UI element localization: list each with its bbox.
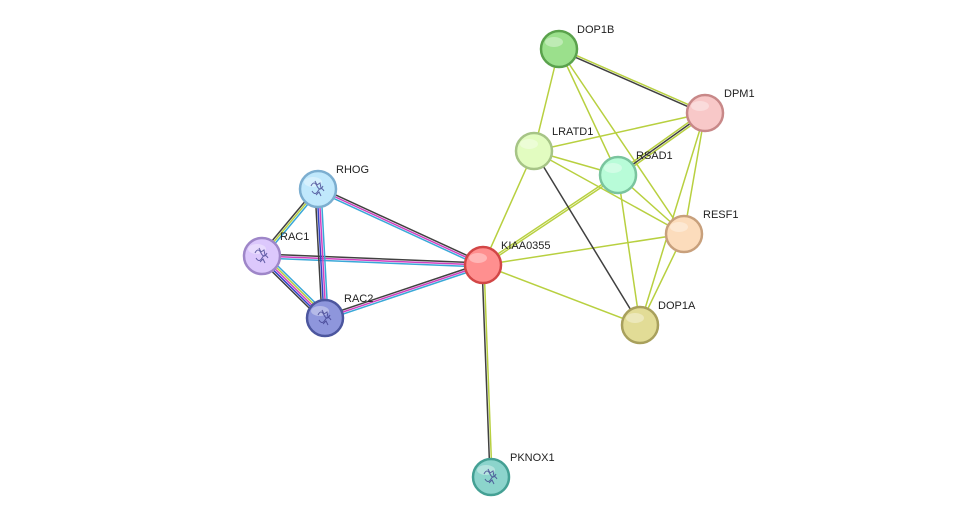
node-highlight xyxy=(545,37,563,47)
edge-line xyxy=(317,188,484,266)
node-label: RAC1 xyxy=(280,231,309,243)
node-dop1a[interactable]: DOP1A xyxy=(620,300,696,345)
protein-structure-icon xyxy=(254,247,269,264)
node-kiaa0355[interactable]: KIAA0355 xyxy=(463,240,551,285)
node-circle[interactable] xyxy=(664,214,704,254)
edge-line xyxy=(533,112,706,152)
edge-kiaa0355-pknox1 xyxy=(481,264,493,478)
edge-line xyxy=(318,186,485,264)
edge-line xyxy=(482,175,620,267)
node-circle[interactable] xyxy=(305,298,345,338)
node-label: LRATD1 xyxy=(552,126,593,138)
edge-kiaa0355-rsad1 xyxy=(481,173,620,267)
edge-line xyxy=(482,264,641,326)
edge-line xyxy=(324,264,484,319)
edge-line xyxy=(481,264,491,478)
edge-line xyxy=(557,49,706,115)
node-label: DOP1A xyxy=(658,300,696,312)
edge-line xyxy=(324,266,485,321)
edge-line xyxy=(314,188,323,319)
node-highlight xyxy=(304,177,322,187)
node-circle[interactable] xyxy=(471,457,511,497)
node-highlight xyxy=(311,306,329,316)
edge-kiaa0355-rac1 xyxy=(261,253,484,268)
edge-kiaa0355-resf1 xyxy=(482,233,685,266)
edge-line xyxy=(316,190,483,268)
node-label: DPM1 xyxy=(724,88,755,100)
edge-line xyxy=(323,262,484,317)
node-rac1[interactable]: RAC1 xyxy=(242,231,309,276)
node-label: RHOG xyxy=(336,164,369,176)
node-circle[interactable] xyxy=(685,93,725,133)
node-label: KIAA0355 xyxy=(501,240,551,252)
edge-dpm1-lratd1 xyxy=(533,112,706,152)
edge-rsad1-dop1a xyxy=(617,174,641,326)
node-pknox1[interactable]: PKNOX1 xyxy=(471,452,555,497)
edge-lratd1-dop1a xyxy=(533,150,641,326)
edge-dop1b-rsad1 xyxy=(558,48,619,176)
protein-structure-icon xyxy=(310,180,325,197)
node-label: RAC2 xyxy=(344,293,373,305)
node-circle[interactable] xyxy=(598,155,638,195)
edge-line xyxy=(261,253,484,264)
node-circle[interactable] xyxy=(463,245,503,285)
node-highlight xyxy=(520,139,538,149)
edge-line xyxy=(683,112,706,235)
edge-line xyxy=(558,47,707,113)
node-highlight xyxy=(469,253,487,263)
edge-lratd1-resf1 xyxy=(533,150,685,235)
edge-line xyxy=(318,188,327,319)
node-circle[interactable] xyxy=(514,131,554,171)
node-lratd1[interactable]: LRATD1 xyxy=(514,126,593,171)
node-rac2[interactable]: RAC2 xyxy=(305,293,373,338)
edge-line xyxy=(481,173,619,265)
node-dpm1[interactable]: DPM1 xyxy=(685,88,755,133)
node-circle[interactable] xyxy=(298,169,338,209)
node-highlight xyxy=(626,313,644,323)
node-circle[interactable] xyxy=(539,29,579,69)
edge-dpm1-resf1 xyxy=(683,112,706,235)
protein-structure-icon xyxy=(317,309,332,326)
node-dop1b[interactable]: DOP1B xyxy=(539,24,614,69)
node-resf1[interactable]: RESF1 xyxy=(664,209,738,254)
edge-line xyxy=(558,48,619,176)
edge-kiaa0355-rac2 xyxy=(323,262,485,321)
edge-kiaa0355-rhog xyxy=(316,186,485,268)
edge-rhog-rac2 xyxy=(314,188,329,319)
node-rhog[interactable]: RHOG xyxy=(298,164,369,209)
edge-line xyxy=(320,188,329,319)
edge-line xyxy=(261,257,484,268)
edge-kiaa0355-dop1a xyxy=(482,264,641,326)
protein-structure-icon xyxy=(483,468,498,485)
edge-line xyxy=(261,255,484,266)
edge-kiaa0355-lratd1 xyxy=(482,150,535,266)
node-highlight xyxy=(604,163,622,173)
node-highlight xyxy=(670,222,688,232)
edge-line xyxy=(533,150,641,326)
edge-line xyxy=(482,233,685,266)
node-highlight xyxy=(477,465,495,475)
edge-line xyxy=(617,174,641,326)
edge-dop1b-resf1 xyxy=(558,48,685,235)
node-rsad1[interactable]: RSAD1 xyxy=(598,150,673,195)
node-highlight xyxy=(248,244,266,254)
node-circle[interactable] xyxy=(242,236,282,276)
edge-line xyxy=(482,150,535,266)
node-label: RSAD1 xyxy=(636,150,673,162)
node-circle[interactable] xyxy=(620,305,660,345)
edge-line xyxy=(316,188,325,319)
edge-line xyxy=(558,48,685,235)
network-edges xyxy=(258,47,707,478)
edge-dop1b-dpm1 xyxy=(557,47,707,115)
edge-line xyxy=(483,264,493,478)
node-highlight xyxy=(691,101,709,111)
node-label: DOP1B xyxy=(577,24,614,36)
edge-line xyxy=(533,150,685,235)
node-label: PKNOX1 xyxy=(510,452,555,464)
node-label: RESF1 xyxy=(703,209,738,221)
